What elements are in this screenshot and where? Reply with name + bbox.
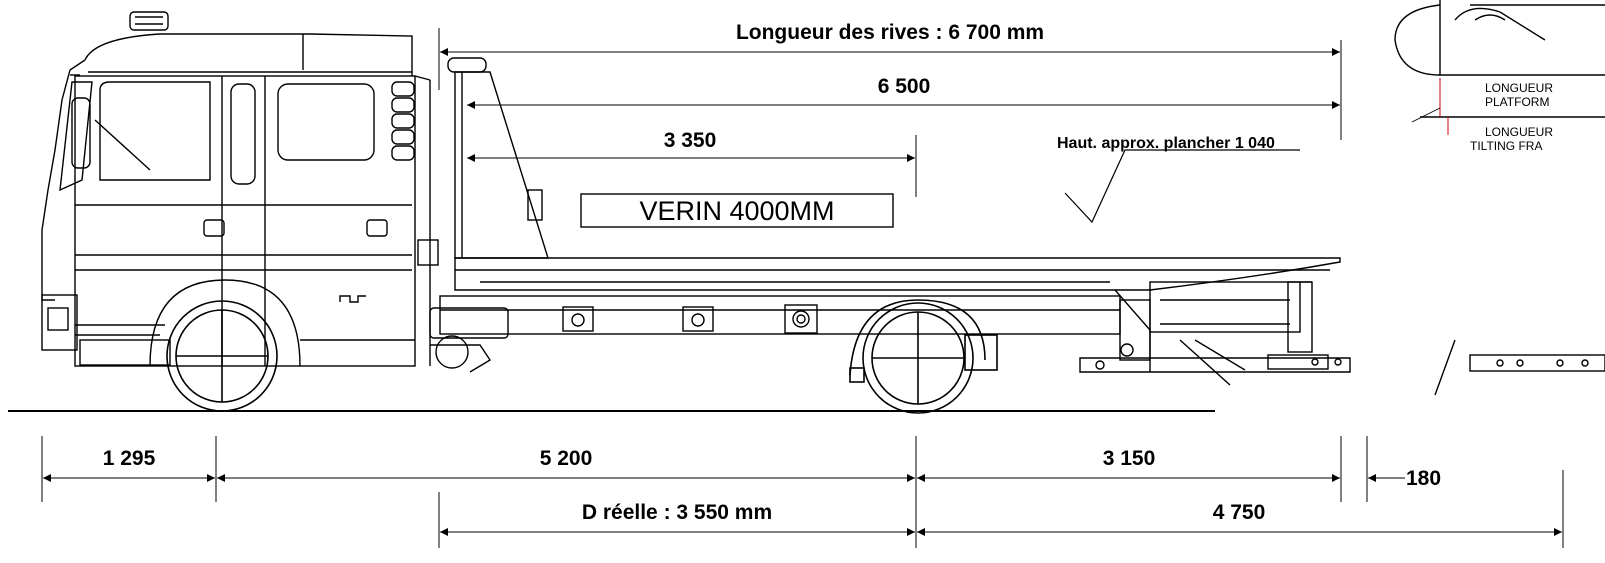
dimension-bank-length [438,28,1342,140]
legend-row2-line1: LONGUEUR [1485,125,1553,139]
real-d-label: D réelle : 3 550 mm [582,501,772,524]
rear-section-label: 3 150 [1103,447,1156,470]
rear-total-label: 4 750 [1213,501,1266,524]
cylinder-label: VERIN 4000MM [639,196,834,226]
truck-cab [41,11,439,367]
wheelbase-label: 5 200 [540,447,593,470]
dimension-partial-length [467,135,917,197]
front-wheel [166,300,278,412]
bottom-dimension-lines [41,436,1564,548]
rear-wheel [849,299,998,414]
cylinder-label-box [580,193,894,228]
floor-height-marker [1064,149,1300,224]
bank-length-label: Longueur des rives : 6 700 mm [736,21,1044,44]
front-overhang-label: 1 295 [103,447,156,470]
tilting-platform [447,57,1351,386]
side-legend [1394,0,1605,396]
legend-row1-line1: LONGUEUR [1485,81,1553,95]
legend-row1-line2: PLATFORM [1485,95,1549,109]
chassis-frame [429,295,1121,373]
floor-height-value: 1 040 [1235,135,1275,152]
platform-length-label: 6 500 [878,75,931,98]
partial-length-label: 3 350 [664,129,717,152]
legend-row2-line2: TILTING FRA [1470,139,1542,153]
floor-height-label: Haut. approx. plancher 1 040 [1057,135,1275,152]
extra-length-label: 180 [1406,467,1441,490]
